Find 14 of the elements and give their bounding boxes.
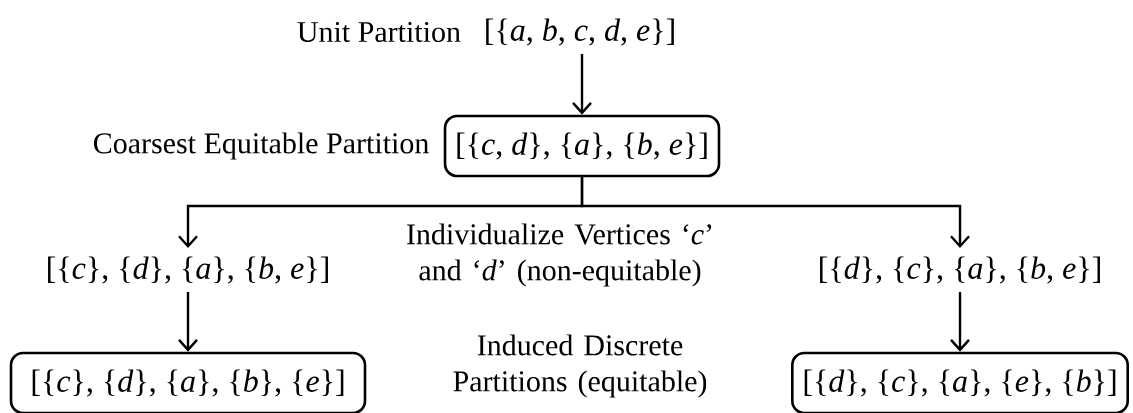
- partition-text: [{a, b, c, d, e}]: [486, 18, 674, 46]
- arrow: [178, 291, 198, 352]
- arrow: [950, 291, 970, 352]
- partition-box: [{c}, {d}, {a}, {b}, {e}]: [9, 351, 367, 413]
- partition-box: [{c, d}, {a}, {b, e}]: [443, 114, 721, 178]
- partition-text: [{c}, {d}, {a}, {b, e}]: [48, 256, 328, 284]
- arrow: [580, 177, 970, 249]
- node-label: Unit Partition: [297, 21, 461, 43]
- partition-text: [{d}, {c}, {a}, {b, e}]: [820, 256, 1100, 284]
- annotation-text: Individualize Vertices ‘c’ and ‘d’ (non-equitable): [407, 223, 712, 287]
- annotation-text: Induced Discrete Partitions (equitable): [453, 334, 707, 398]
- node-label: Coarsest Equitable Partition: [93, 132, 429, 160]
- arrow: [572, 53, 592, 115]
- partition-box: [{d}, {c}, {a}, {e}, {b}]: [791, 351, 1129, 413]
